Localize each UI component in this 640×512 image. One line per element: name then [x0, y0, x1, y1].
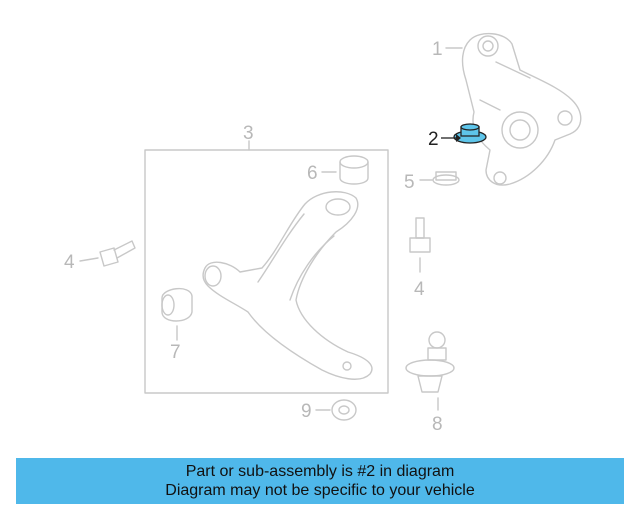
bushing-part-6: [321, 155, 369, 185]
banner-line-1: Part or sub-assembly is #2 in diagram: [185, 463, 455, 480]
steering-knuckle-part-1: [461, 33, 582, 186]
callout-2[interactable]: 2: [428, 129, 439, 150]
nut-part-5: [419, 171, 460, 186]
bolt-part-4-right: [409, 217, 431, 273]
callout-4-right: 4: [414, 279, 425, 300]
callout-8: 8: [432, 414, 443, 435]
callout-7: 7: [170, 342, 181, 363]
callout-1: 1: [432, 39, 443, 60]
bolt-part-4-left: [79, 240, 136, 267]
bushing-part-7: [161, 288, 193, 341]
banner-line-2: Diagram may not be specific to your vehi…: [165, 482, 475, 499]
callout-4-left: 4: [64, 252, 75, 273]
info-banner: Part or sub-assembly is #2 in diagram Di…: [16, 458, 624, 504]
lower-control-arm-part-3: [144, 140, 389, 394]
bushing-part-9: [315, 399, 357, 421]
ball-joint-part-8: [405, 331, 455, 411]
parts-diagram: 1 2 3 4 4 5 6 7 8 9: [64, 33, 582, 435]
callout-5: 5: [404, 172, 415, 193]
callout-6: 6: [307, 163, 318, 184]
nut-part-2-highlighted[interactable]: [441, 123, 487, 144]
callout-9: 9: [301, 401, 312, 422]
callout-3: 3: [243, 123, 254, 144]
